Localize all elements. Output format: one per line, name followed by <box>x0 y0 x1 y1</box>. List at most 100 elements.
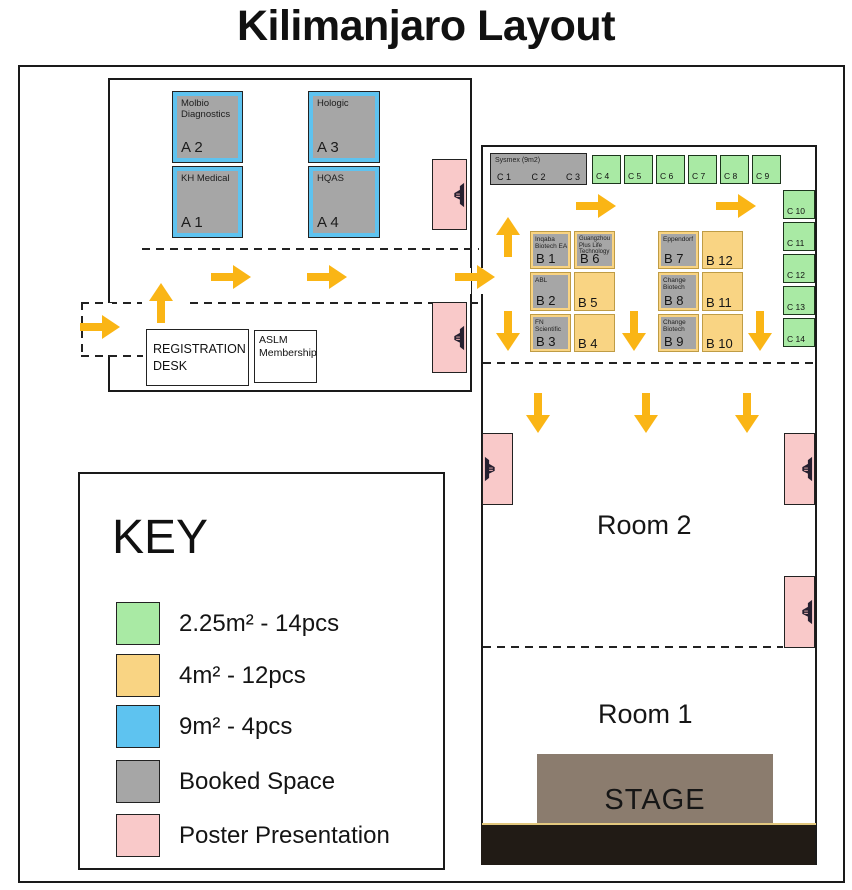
flow-arrow-right <box>716 194 756 218</box>
booth-company: Hologic <box>317 98 349 109</box>
gray-swatch <box>116 760 160 803</box>
booth-id: A 1 <box>181 214 203 231</box>
booth-a4: HQAS A 4 <box>308 166 380 238</box>
booked-space: HQAS A 4 <box>313 171 375 233</box>
booth-b1: Inqaba Biotech EA B 1 <box>530 231 571 269</box>
booth-c9: C 9 <box>752 155 781 184</box>
booth-b9: Change Biotech B 9 <box>658 314 699 352</box>
entrance-dashed-line <box>81 355 143 357</box>
booth-c10: C 10 <box>783 190 815 219</box>
flow-arrow-right <box>576 194 616 218</box>
booth-b7: Eppendorf B 7 <box>658 231 699 269</box>
booth-a2: Molbio Diagnostics A 2 <box>172 91 243 163</box>
key-row: 4m² - 12pcs <box>80 654 443 697</box>
booth-id: A 2 <box>181 139 203 156</box>
key-row: Booked Space <box>80 760 443 803</box>
flow-arrow-right <box>211 265 251 289</box>
booth-a3: Hologic A 3 <box>308 91 380 163</box>
registration-desk-label: REGISTRATION DESK <box>153 341 246 373</box>
flow-arrow-down <box>622 311 646 351</box>
booth-b12: B 12 <box>702 231 743 269</box>
booked-space: Molbio Diagnostics A 2 <box>177 96 238 158</box>
booth-c11: C 11 <box>783 222 815 251</box>
booth-b11: B 11 <box>702 272 743 311</box>
booked-space: ABL B 2 <box>533 275 568 308</box>
stage-label: STAGE <box>604 784 706 816</box>
booth-c5: C 5 <box>624 155 653 184</box>
flow-arrow-right <box>307 265 347 289</box>
blue-swatch <box>116 705 160 748</box>
booth-id: C 1 <box>497 172 512 182</box>
booth-c13: C 13 <box>783 286 815 315</box>
booth-company: KH Medical <box>181 173 230 184</box>
room-1-label: Room 1 <box>598 699 693 729</box>
booth-company: Sysmex (9m2) <box>495 157 541 164</box>
booked-space: Hologic A 3 <box>313 96 375 158</box>
booth-c12: C 12 <box>783 254 815 283</box>
flow-arrow-right <box>80 315 120 339</box>
key-legend: KEY 2.25m² - 14pcs 4m² - 12pcs 9m² - 4pc… <box>78 472 445 870</box>
booth-c14: C 14 <box>783 318 815 347</box>
orange-swatch <box>116 654 160 697</box>
poster-presentation-stand <box>432 159 467 230</box>
poster-icon <box>800 599 813 625</box>
page-title: Kilimanjaro Layout <box>236 2 616 50</box>
booth-b3: FN Scientific B 3 <box>530 314 571 352</box>
flow-arrow-down <box>526 393 550 433</box>
flow-arrow-down <box>496 311 520 351</box>
booth-c4: C 4 <box>592 155 621 184</box>
booth-company: HQAS <box>317 173 344 184</box>
booked-space: FN Scientific B 3 <box>533 317 568 349</box>
venue-outline <box>18 65 845 883</box>
booked-space: KH Medical A 1 <box>177 171 238 233</box>
poster-icon <box>800 456 813 482</box>
room-divider-dashed <box>483 646 783 648</box>
booth-id: A 3 <box>317 139 339 156</box>
booth-b4: B 4 <box>574 314 615 352</box>
booth-id: A 4 <box>317 214 339 231</box>
back-wall-bar <box>481 825 815 865</box>
registration-desk: REGISTRATION DESK <box>146 329 249 386</box>
flow-arrow-up <box>496 217 520 257</box>
walkway-dashed-line <box>142 248 479 250</box>
room-2-label: Room 2 <box>597 510 692 540</box>
aslm-membership-label: ASLM Membership <box>259 334 317 360</box>
key-row: Poster Presentation <box>80 814 443 857</box>
booth-company: Molbio Diagnostics <box>181 98 231 120</box>
booked-space: Inqaba Biotech EA B 1 <box>533 234 568 266</box>
booth-c7: C 7 <box>688 155 717 184</box>
booth-id: C 2 <box>531 172 546 182</box>
booth-b2: ABL B 2 <box>530 272 571 311</box>
booth-c6: C 6 <box>656 155 685 184</box>
booked-space: Change Biotech B 9 <box>661 317 696 349</box>
booth-c8: C 8 <box>720 155 749 184</box>
key-row: 2.25m² - 14pcs <box>80 602 443 645</box>
booked-space: Change Biotech B 8 <box>661 275 696 308</box>
key-heading: KEY <box>112 511 209 564</box>
booth-a1: KH Medical A 1 <box>172 166 243 238</box>
booth-id: C 3 <box>565 172 580 182</box>
flow-arrow-down <box>735 393 759 433</box>
poster-presentation-stand <box>432 302 467 373</box>
flow-arrow-right <box>455 265 495 289</box>
poster-presentation-stand <box>482 433 513 505</box>
booth-b8: Change Biotech B 8 <box>658 272 699 311</box>
walkway-dashed-line <box>190 302 479 304</box>
flow-arrow-up <box>149 283 173 323</box>
green-swatch <box>116 602 160 645</box>
stage: STAGE <box>537 754 773 823</box>
pink-swatch <box>116 814 160 857</box>
booked-space: Eppendorf B 7 <box>661 234 696 266</box>
poster-presentation-stand <box>784 433 815 505</box>
key-row: 9m² - 4pcs <box>80 705 443 748</box>
booth-b5: B 5 <box>574 272 615 311</box>
poster-icon <box>484 456 497 482</box>
wall-opening <box>465 268 471 294</box>
booth-c1-c3-sysmex: Sysmex (9m2) C 1 C 2 C 3 <box>490 153 587 185</box>
poster-icon <box>452 182 465 208</box>
stage-edge-line <box>482 823 816 825</box>
flow-arrow-down <box>634 393 658 433</box>
poster-icon <box>452 325 465 351</box>
booth-b10: B 10 <box>702 314 743 352</box>
